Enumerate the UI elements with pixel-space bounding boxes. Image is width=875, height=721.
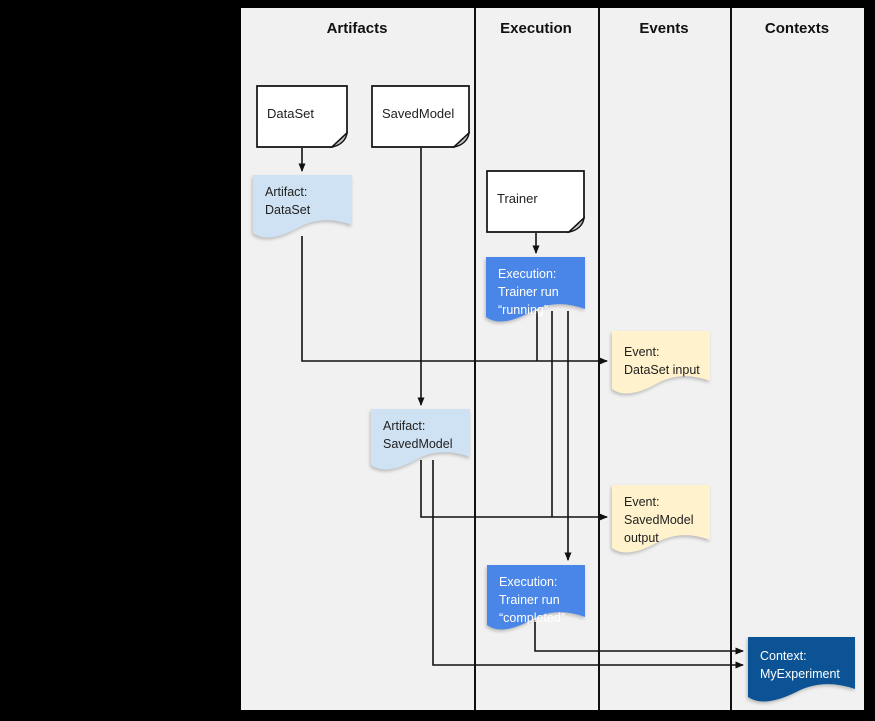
edge-completed-to-context (534, 620, 744, 655)
node-artifact-savedmodel: Artifact: SavedModel (371, 409, 470, 470)
node-event-dataset-input: Event: DataSet input (612, 331, 710, 394)
column-header-execution: Execution (500, 20, 572, 37)
document-shape (371, 85, 470, 149)
node-execution-completed: Execution: Trainer run “completed” (487, 565, 585, 630)
node-dataset-label: DataSet (267, 105, 314, 121)
column-divider-execution-events (598, 8, 600, 710)
node-execution-running: Execution: Trainer run “running” (486, 257, 585, 322)
node-trainer-label: Trainer (497, 190, 538, 206)
node-event-savedmodel-output-label: Event: SavedModel output (624, 495, 694, 546)
node-savedmodel: SavedModel (371, 85, 470, 149)
wave-shape (253, 175, 352, 238)
column-header-contexts: Contexts (764, 20, 830, 37)
document-shape (256, 85, 348, 149)
wave-shape (612, 485, 710, 553)
document-shape (486, 170, 585, 234)
node-execution-running-label: Execution: Trainer run “running” (498, 267, 559, 318)
column-divider-artifacts-execution (474, 8, 476, 710)
node-context-myexperiment-label: Context: MyExperiment (760, 649, 840, 682)
node-event-dataset-input-label: Event: DataSet input (624, 345, 700, 378)
wave-shape (612, 331, 710, 394)
wave-shape (748, 637, 855, 702)
edge-artifactsavedmodel-to-context (432, 460, 744, 669)
edge-artifactdataset-to-eventinput (301, 236, 608, 365)
node-artifact-dataset: Artifact: DataSet (253, 175, 352, 238)
column-header-events: Events (639, 20, 689, 37)
node-event-savedmodel-output: Event: SavedModel output (612, 485, 710, 553)
connector-lines (298, 148, 744, 669)
node-execution-completed-label: Execution: Trainer run “completed” (499, 575, 565, 626)
node-artifact-dataset-label: Artifact: DataSet (265, 185, 311, 218)
node-dataset: DataSet (256, 85, 348, 149)
wave-shape (487, 565, 585, 630)
wave-shape (371, 409, 470, 470)
column-divider-events-contexts (730, 8, 732, 710)
column-header-artifacts: Artifacts (326, 20, 388, 37)
node-trainer: Trainer (486, 170, 585, 234)
node-savedmodel-label: SavedModel (382, 105, 455, 121)
diagram-panel: Artifacts Execution Events Contexts Data… (241, 8, 864, 710)
node-artifact-savedmodel-label: Artifact: SavedModel (383, 419, 453, 452)
edge-artifactsavedmodel-to-eventoutput (420, 460, 608, 521)
node-context-myexperiment: Context: MyExperiment (748, 637, 855, 702)
wave-shape (486, 257, 585, 322)
